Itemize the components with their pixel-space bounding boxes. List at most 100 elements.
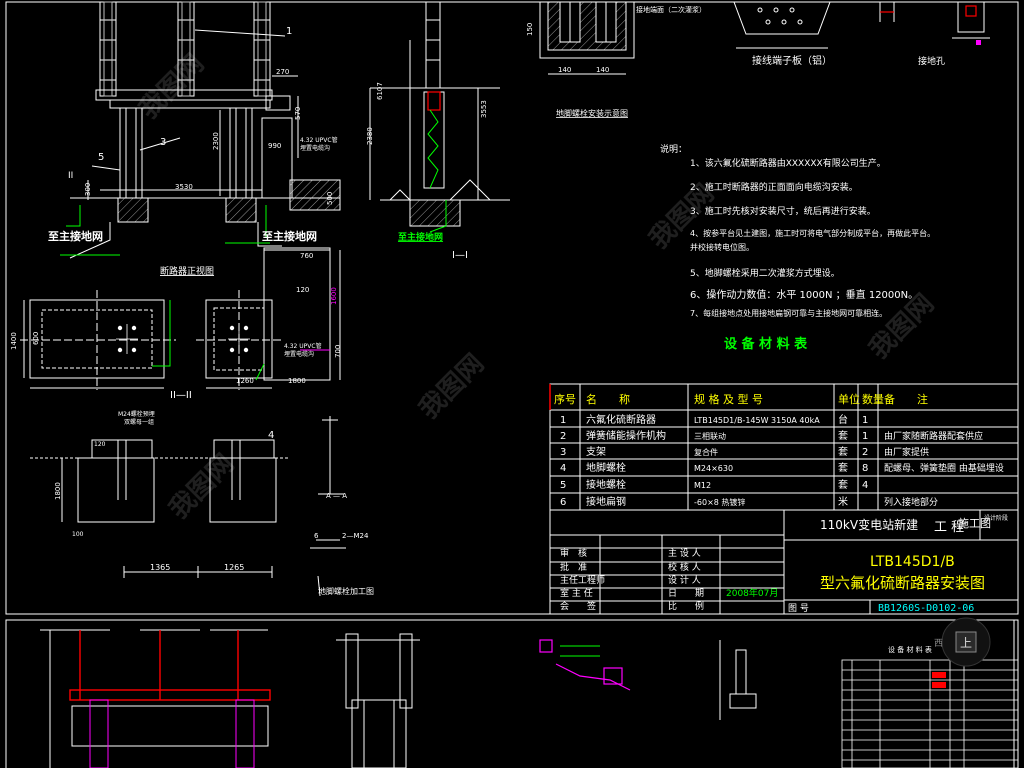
materials-header-4: 数量 [862,393,884,406]
note-1: 1、该六氟化硫断路器由XXXXXX有限公司生产。 [690,157,886,169]
materials-cell-5-5: 列入接地部分 [884,496,938,508]
plan-dim-700: 700 [334,345,342,358]
bottom-sheet-red-structure [69,630,271,701]
tb-project: 110kV变电站新建 [820,517,918,532]
plan-view-ground [152,300,265,381]
materials-header-1: 名 称 [586,392,630,406]
front-dim-270: 270 [276,68,289,76]
materials-header-5: 备 注 [884,392,928,406]
side-view-mechanism [427,91,441,111]
materials-cell-5-3: 米 [838,495,848,508]
ground-hole-label: 接地孔 [918,55,945,67]
plan-view-title: II—II [170,390,192,401]
anchor-detail-title: 地脚螺栓加工图 [318,586,374,596]
plan-view-bolts [117,325,249,353]
bottom-table-title: 设 备 材 料 表 [888,645,932,654]
side-dim-3553: 3553 [480,100,488,118]
anchor-label-2: 2—M24 [342,532,369,540]
watermark-1: 我图网 [134,49,210,125]
bottom-table-red-marks [932,672,946,688]
materials-cell-4-3: 套 [838,478,848,491]
front-dim-500: 500 [326,192,334,205]
note-5: 5、地脚螺栓采用二次灌浆方式埋设。 [690,267,840,279]
front-dim-570: 570 [294,107,302,120]
materials-cell-3-0: 4 [560,463,566,474]
tb-left-1: 批 准 [560,561,587,573]
anchor-dim-150: 150 [526,23,534,36]
materials-header-0: 序号 [554,392,576,406]
title-block-grid [549,509,1019,615]
front-ground-right: 至主接地网 [262,229,317,243]
front-pipe-note-1: 4.32 UPVC管 [300,136,338,144]
breaker-front-view [69,1,341,259]
tb-mid-3: 日 期 [668,588,704,599]
note-6: 6、操作动力数值：水平 1000N ；垂直 12000N。 [690,288,918,301]
materials-title: 设 备 材 料 表 [724,336,808,352]
front-label-5: 5 [98,152,104,163]
anchor-label-A: A — A [326,492,347,500]
notes-header: 说明： [660,143,687,155]
insulator-column-left [99,1,117,97]
materials-headers: 序号名 称规 格 及 型 号单位数量备 注 [554,392,928,406]
materials-cell-0-1: 六氟化硫断路器 [586,413,656,426]
terminal-plate-label: 接线端子板（铝） [752,54,832,67]
ground-hole-marker [976,40,981,45]
tb-drawing-title-2: 型六氟化硫断路器安装图 [820,574,985,592]
bottom-sheet-magenta-detail [539,639,631,691]
front-dim-300: 300 [84,183,92,196]
tb-left-4: 会 签 [560,600,596,612]
materials-cell-2-2: 复合件 [694,447,718,457]
materials-cell-2-1: 支架 [586,446,606,458]
tb-drawing-no-label: 图 号 [788,603,809,614]
tb-left-2: 主任工程师 [560,574,605,586]
anchor-label-4: 4 [268,430,274,441]
materials-cell-3-1: 地脚螺栓 [586,461,626,474]
anchor-label-6: 6 [314,532,319,540]
materials-cell-1-1: 弹簧储能操作机构 [586,429,666,442]
materials-cell-0-3: 台 [838,413,848,426]
nav-control[interactable] [941,617,991,667]
materials-cell-3-3: 套 [838,461,848,474]
front-dim-990: 990 [268,142,281,150]
note-4b: 并校接转电位图。 [690,242,754,252]
anchor-note-top: M24螺栓预埋 [118,410,155,418]
anchor-detail [30,416,346,597]
insulator-column-right [253,1,271,97]
bottom-materials-table [841,659,1019,768]
side-view-ground [427,109,447,233]
materials-cell-5-0: 6 [560,497,566,508]
front-label-II: II [68,171,73,181]
sheet-border-top [5,1,1019,615]
front-dim-2300: 2300 [212,132,220,150]
materials-cell-2-5: 由厂家提供 [884,446,929,458]
front-view-title: 断路器正视图 [160,265,214,277]
tb-mid-1: 校 核 人 [668,561,701,573]
front-label-3: 3 [160,137,166,148]
materials-cell-3-2: M24×630 [694,464,733,473]
tb-drawing-no: BB1260S-D0102-06 [878,603,974,614]
nav-up-button[interactable] [955,631,977,653]
anchor-install-title: 地脚螺栓安装示意图 [556,108,628,118]
materials-cell-2-3: 套 [838,445,848,458]
nav-up-label[interactable]: 上 [960,636,972,650]
tb-mid-4: 比 例 [668,600,704,612]
tb-date: 2008年07月 [726,587,778,599]
materials-cell-3-5: 配螺母、弹簧垫圈 由基础埋设 [884,462,1004,474]
plan-dim-1400: 1400 [10,332,18,350]
plan-pipe-note-2: 埋置电缆沟 [284,350,314,358]
materials-cell-0-4: 1 [862,415,868,426]
insulator-column-mid [177,1,195,97]
materials-cell-0-2: LTB145D1/B-145W 3150A 40kA [694,416,820,425]
bottom-sheet-right-view [719,640,757,720]
materials-cell-4-1: 接地螺栓 [586,478,626,491]
materials-cell-2-0: 3 [560,447,566,458]
front-pipe-note-2: 埋置电缆沟 [300,144,330,152]
watermark-4: 我图网 [164,449,240,525]
materials-cell-1-4: 1 [862,431,868,442]
plan-dim-120: 120 [296,286,309,294]
tb-mid-2: 设 计 人 [668,574,701,586]
anchor-install-detail [539,1,635,75]
anchor-dim-140b: 140 [596,66,609,74]
